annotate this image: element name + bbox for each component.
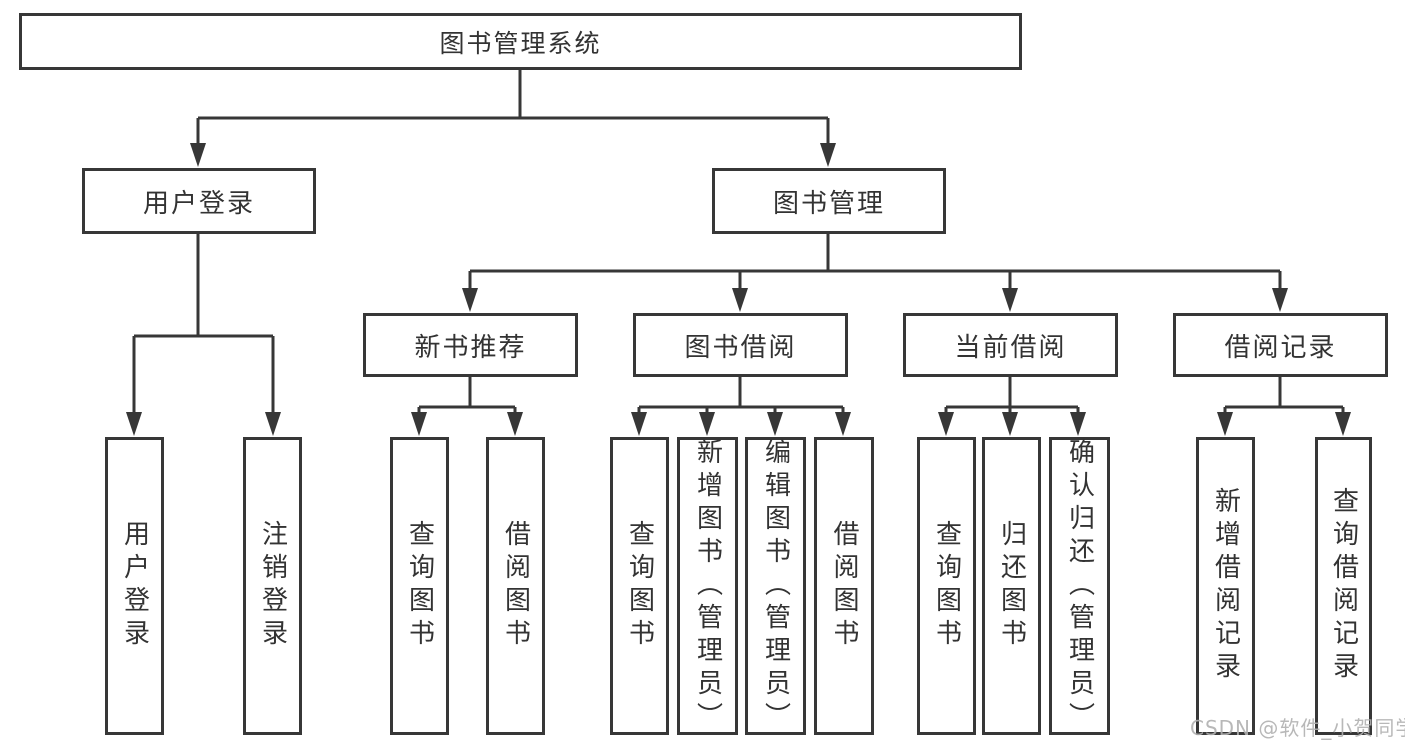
leaf-add-book-admin: 新增图书（管理员） bbox=[677, 437, 738, 735]
node-root-label: 图书管理系统 bbox=[439, 28, 602, 58]
leaf-user-login-label: 用户登录 bbox=[119, 520, 150, 652]
connector-paths bbox=[132, 69, 1345, 422]
leaf-add-borrow-record-label: 新增借阅记录 bbox=[1210, 487, 1241, 685]
node-borrow-record: 借阅记录 bbox=[1173, 313, 1388, 377]
node-book-management-label: 图书管理 bbox=[772, 188, 885, 219]
leaf-logout-label: 注销登录 bbox=[257, 520, 288, 652]
node-book-borrow: 图书借阅 bbox=[633, 313, 848, 377]
leaf-edit-book-admin: 编辑图书（管理员） bbox=[745, 437, 806, 735]
leaf-recommend-query-book-label: 查询图书 bbox=[404, 520, 435, 652]
leaf-borrow-query-book: 查询图书 bbox=[610, 437, 669, 735]
node-user-login: 用户登录 bbox=[82, 168, 316, 234]
leaf-logout: 注销登录 bbox=[243, 437, 302, 735]
node-new-book-recommend-label: 新书推荐 bbox=[414, 332, 527, 363]
leaf-query-borrow-record-label: 查询借阅记录 bbox=[1328, 487, 1359, 685]
csdn-watermark: CSDN @软件_小贺同学 bbox=[1190, 716, 1405, 740]
leaf-edit-book-admin-label: 编辑图书（管理员） bbox=[760, 437, 791, 735]
leaf-recommend-borrow-book-label: 借阅图书 bbox=[500, 520, 531, 652]
node-current-borrow: 当前借阅 bbox=[903, 313, 1118, 377]
node-current-borrow-label: 当前借阅 bbox=[954, 332, 1067, 363]
leaf-user-login: 用户登录 bbox=[105, 437, 164, 735]
leaf-add-borrow-record: 新增借阅记录 bbox=[1196, 437, 1255, 735]
node-root-system: 图书管理系统 bbox=[19, 13, 1022, 70]
node-borrow-record-label: 借阅记录 bbox=[1224, 332, 1337, 363]
leaf-return-book: 归还图书 bbox=[982, 437, 1041, 735]
arrowheads bbox=[126, 143, 1351, 436]
leaf-return-book-label: 归还图书 bbox=[996, 520, 1027, 652]
leaf-borrow-book: 借阅图书 bbox=[814, 437, 874, 735]
leaf-current-query-book-label: 查询图书 bbox=[931, 520, 962, 652]
node-book-borrow-label: 图书借阅 bbox=[684, 332, 797, 363]
leaf-borrow-book-label: 借阅图书 bbox=[829, 520, 859, 652]
leaf-borrow-query-book-label: 查询图书 bbox=[624, 520, 655, 652]
leaf-confirm-return-admin: 确认归还（管理员） bbox=[1049, 437, 1110, 735]
leaf-recommend-borrow-book: 借阅图书 bbox=[486, 437, 545, 735]
leaf-add-book-admin-label: 新增图书（管理员） bbox=[692, 437, 723, 735]
node-user-login-label: 用户登录 bbox=[142, 188, 255, 219]
leaf-recommend-query-book: 查询图书 bbox=[390, 437, 449, 735]
leaf-current-query-book: 查询图书 bbox=[917, 437, 976, 735]
leaf-query-borrow-record: 查询借阅记录 bbox=[1315, 437, 1372, 735]
leaf-confirm-return-admin-label: 确认归还（管理员） bbox=[1064, 437, 1095, 735]
node-new-book-recommend: 新书推荐 bbox=[363, 313, 578, 377]
node-book-management: 图书管理 bbox=[712, 168, 946, 234]
